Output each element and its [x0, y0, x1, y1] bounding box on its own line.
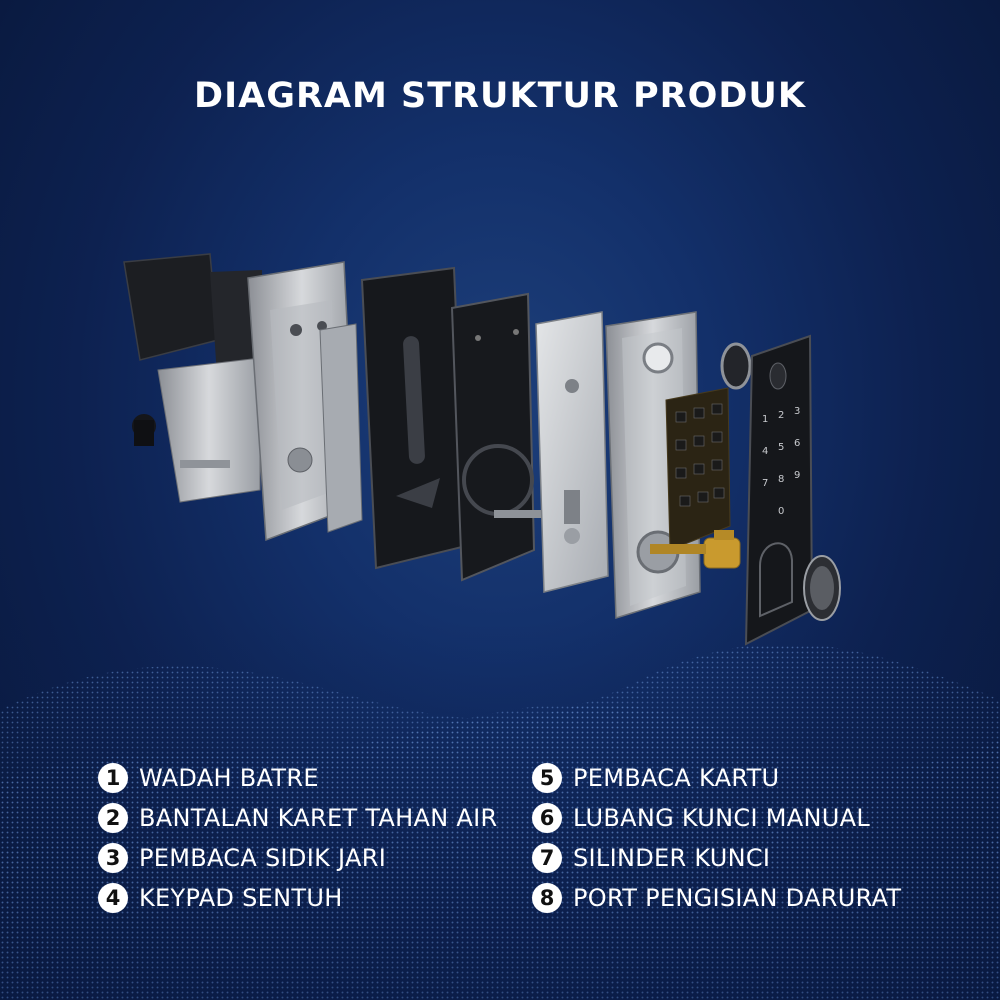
legend-column-right: 5 PEMBACA KARTU 6 LUBANG KUNCI MANUAL 7 …: [532, 758, 901, 918]
emergency-port-cap-part: [803, 555, 841, 621]
keypad-digit: 7: [762, 478, 768, 489]
legend-column-left: 1 WADAH BATRE 2 BANTALAN KARET TAHAN AIR…: [98, 758, 497, 918]
number-badge: 7: [532, 843, 562, 873]
main-housing-part: [247, 261, 363, 542]
legend-label: SILINDER KUNCI: [573, 844, 771, 872]
legend-label: KEYPAD SENTUH: [139, 884, 343, 912]
legend-item: 8 PORT PENGISIAN DARURAT: [532, 878, 901, 918]
legend-label: PEMBACA SIDIK JARI: [139, 844, 387, 872]
lock-cylinder-part: [650, 530, 741, 569]
number-badge: 2: [98, 803, 128, 833]
wave-background: [0, 620, 1000, 1000]
fingerprint-reader-part: [720, 342, 752, 390]
legend-item: 2 BANTALAN KARET TAHAN AIR: [98, 798, 497, 838]
legend-item: 5 PEMBACA KARTU: [532, 758, 901, 798]
keypad-digit: 8: [778, 474, 784, 485]
keypad-digit: 5: [778, 442, 784, 453]
mounting-plate-part: [535, 311, 609, 593]
legend-label: PORT PENGISIAN DARURAT: [573, 884, 902, 912]
keypad-digit: 6: [794, 438, 800, 449]
keypad-digit: 3: [794, 406, 800, 417]
touch-keypad-glass-part: 1 2 3 4 5 6 7 8 9 0: [744, 334, 814, 646]
keypad-digit: 1: [762, 414, 768, 425]
inner-gasket-part: [450, 292, 554, 582]
legend-item: 6 LUBANG KUNCI MANUAL: [532, 798, 901, 838]
number-badge: 5: [532, 763, 562, 793]
legend-item: 3 PEMBACA SIDIK JARI: [98, 838, 497, 878]
rubber-gasket-part: [360, 266, 468, 570]
keypad-digit: 2: [778, 410, 784, 421]
component-legend: 1 WADAH BATRE 2 BANTALAN KARET TAHAN AIR…: [0, 758, 1000, 938]
keypad-digit: 4: [762, 446, 768, 457]
battery-cover-part: [123, 253, 262, 503]
number-badge: 1: [98, 763, 128, 793]
keypad-circuit-board-part: [665, 387, 731, 551]
legend-item: 7 SILINDER KUNCI: [532, 838, 901, 878]
number-badge: 3: [98, 843, 128, 873]
keypad-digit: 9: [794, 470, 800, 481]
legend-item: 4 KEYPAD SENTUH: [98, 878, 497, 918]
legend-item: 1 WADAH BATRE: [98, 758, 497, 798]
legend-label: PEMBACA KARTU: [573, 764, 780, 792]
product-exploded-view: 1 2 3 4 5 6 7 8 9 0: [123, 253, 841, 646]
legend-label: LUBANG KUNCI MANUAL: [573, 804, 871, 832]
keypad-digit: 0: [778, 506, 784, 517]
legend-label: WADAH BATRE: [139, 764, 319, 792]
legend-label: BANTALAN KARET TAHAN AIR: [139, 804, 498, 832]
page-title: DIAGRAM STRUKTUR PRODUK: [194, 76, 806, 116]
number-badge: 6: [532, 803, 562, 833]
number-badge: 4: [98, 883, 128, 913]
number-badge: 8: [532, 883, 562, 913]
